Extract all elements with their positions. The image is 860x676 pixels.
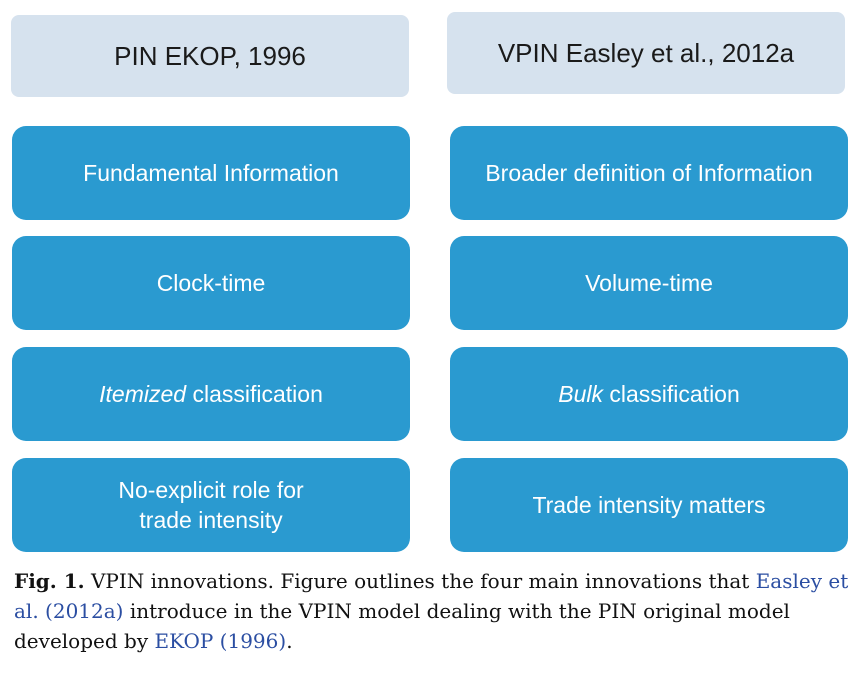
pin-clock-time-box: Clock-time — [12, 236, 410, 330]
vpin-header-label: VPIN Easley et al., 2012a — [497, 37, 795, 68]
pin-trade-intensity-box: No-explicit role for trade intensity — [12, 458, 410, 552]
figure-caption: Fig. 1. VPIN innovations. Figure outline… — [14, 566, 850, 656]
pin-header: PIN EKOP, 1996 — [11, 15, 409, 97]
caption-label: Fig. 1. — [14, 569, 85, 593]
pin-fundamental-information-box: Fundamental Information — [12, 126, 410, 220]
vpin-row3-italic: Bulk — [558, 381, 603, 407]
vpin-header: VPIN Easley et al., 2012a — [447, 12, 845, 94]
caption-text-b: introduce in the VPIN model dealing with… — [14, 599, 790, 653]
vpin-trade-intensity-box: Trade intensity matters — [450, 458, 848, 552]
caption-ref-ekop[interactable]: EKOP (1996) — [154, 629, 287, 653]
pin-row4-label: No-explicit role for trade intensity — [118, 475, 303, 535]
pin-row3-text: classification — [186, 381, 323, 407]
pin-row4-line2: trade intensity — [139, 507, 283, 533]
vpin-volume-time-box: Volume-time — [450, 236, 848, 330]
pin-itemized-classification-box: Itemized classification — [12, 347, 410, 441]
vpin-bulk-classification-box: Bulk classification — [450, 347, 848, 441]
vpin-row3-label: Bulk classification — [558, 379, 740, 409]
vpin-row2-label: Volume-time — [585, 270, 713, 296]
pin-row4-line1: No-explicit role for — [118, 477, 304, 503]
caption-ref-easley[interactable]: Easley et al. (2012a) — [14, 569, 849, 623]
vpin-row3-text: classification — [602, 381, 740, 407]
pin-row2-label: Clock-time — [156, 270, 266, 296]
caption-text-a: VPIN innovations. Figure outlines the fo… — [84, 569, 756, 593]
pin-row3-label: Itemized classification — [99, 379, 323, 409]
pin-row1-label: Fundamental Information — [83, 160, 339, 186]
vpin-row4-label: Trade intensity matters — [532, 492, 766, 518]
vpin-broader-information-box: Broader definition of Information — [450, 126, 848, 220]
pin-header-label: PIN EKOP, 1996 — [114, 40, 306, 71]
caption-text-c: . — [286, 629, 293, 653]
pin-row3-italic: Itemized — [99, 381, 187, 407]
vpin-row1-label: Broader definition of Information — [485, 160, 813, 186]
